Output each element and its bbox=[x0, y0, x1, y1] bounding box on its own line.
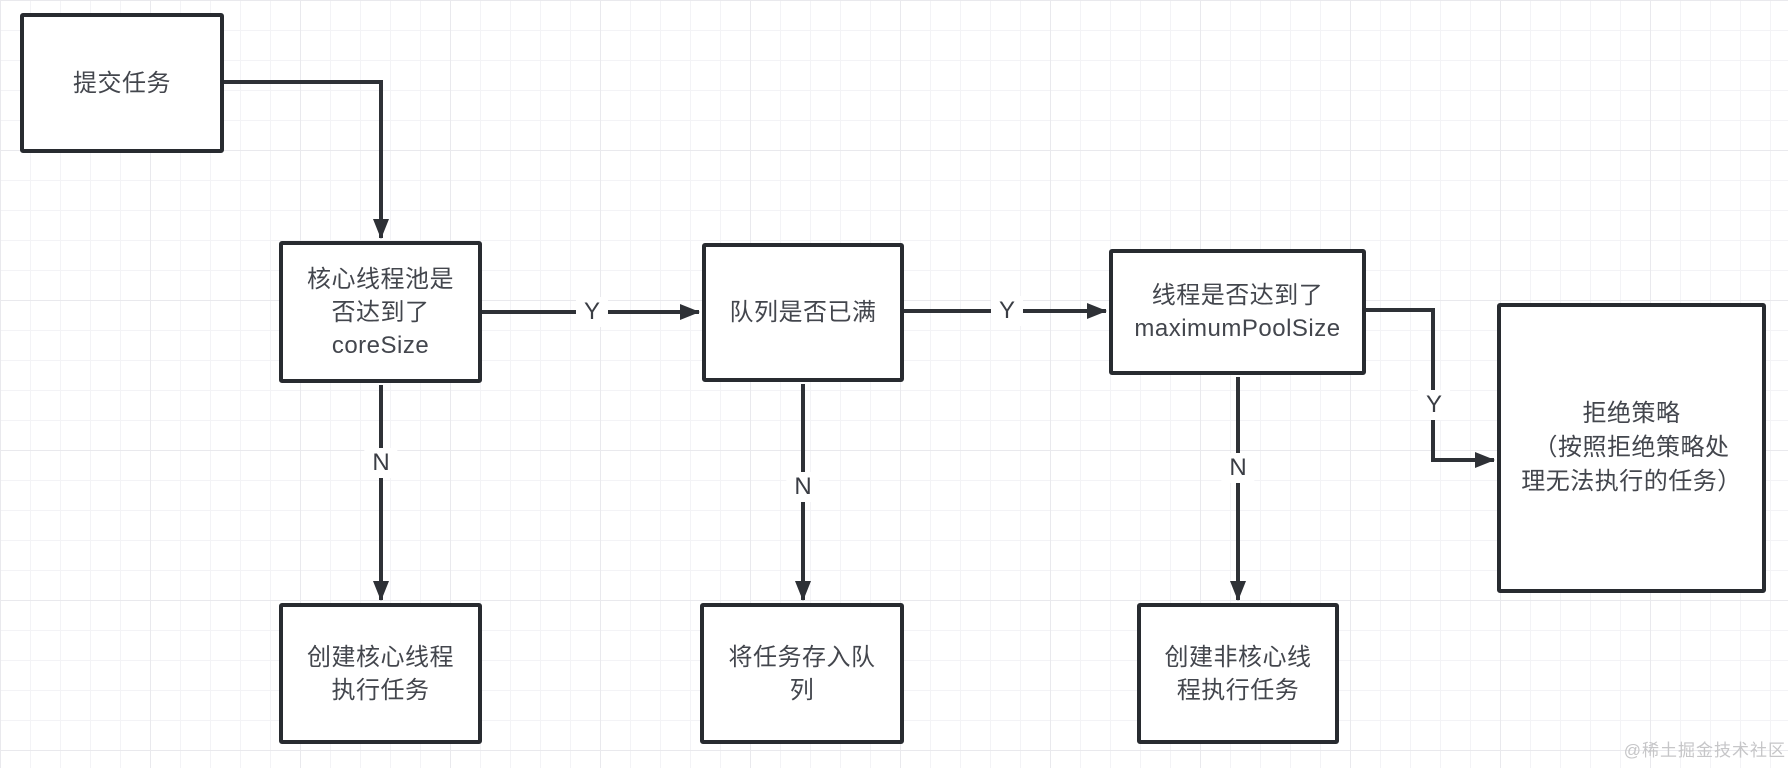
edge-label-core-yes: Y bbox=[575, 297, 609, 327]
node-label-line: coreSize bbox=[331, 331, 430, 359]
node-label-line: 程执行任务 bbox=[1176, 676, 1300, 704]
node-store-in-queue: 将任务存入队 列 bbox=[700, 603, 904, 744]
node-label-line: 拒绝策略 bbox=[1582, 400, 1681, 427]
node-label-line: 执行任务 bbox=[331, 676, 430, 704]
node-max-pool-question: 线程是否达到了 maximumPoolSize bbox=[1109, 249, 1366, 375]
node-label-line: 创建非核心线 bbox=[1164, 643, 1312, 671]
node-label-line: 将任务存入队 bbox=[728, 643, 876, 671]
node-create-noncore-thread: 创建非核心线 程执行任务 bbox=[1137, 603, 1339, 744]
edge-label-core-no: N bbox=[364, 448, 398, 478]
node-core-pool-question: 核心线程池是 否达到了 coreSize bbox=[279, 241, 482, 383]
watermark: @稀土掘金技术社区 bbox=[1623, 741, 1786, 760]
node-queue-full-question: 队列是否已满 bbox=[702, 243, 904, 382]
node-submit-task: 提交任务 bbox=[20, 13, 224, 153]
node-label-line: 创建核心线程 bbox=[307, 643, 454, 671]
edge-label-max-yes: Y bbox=[1417, 390, 1451, 420]
node-reject-policy: 拒绝策略 （按照拒绝策略处 理无法执行的任务） bbox=[1497, 303, 1766, 593]
edge-submit-to-core bbox=[224, 80, 389, 239]
node-label-line: 提交任务 bbox=[73, 69, 171, 97]
edge-label-queue-yes: Y bbox=[990, 296, 1024, 326]
node-label-line: 否达到了 bbox=[331, 298, 430, 326]
node-label-line: 列 bbox=[789, 676, 815, 704]
edge-label-queue-no: N bbox=[786, 472, 820, 502]
node-label-line: 核心线程池是 bbox=[307, 265, 454, 293]
node-label-line: maximumPoolSize bbox=[1134, 315, 1341, 342]
node-label-line: 队列是否已满 bbox=[729, 299, 877, 326]
edge-max-to-reject bbox=[1366, 308, 1495, 468]
node-create-core-thread: 创建核心线程 执行任务 bbox=[279, 603, 482, 744]
node-label-line: （按照拒绝策略处 bbox=[1533, 434, 1730, 461]
node-label-line: 理无法执行的任务） bbox=[1521, 468, 1742, 495]
edge-label-max-no: N bbox=[1221, 453, 1255, 483]
node-label-line: 线程是否达到了 bbox=[1151, 282, 1324, 309]
